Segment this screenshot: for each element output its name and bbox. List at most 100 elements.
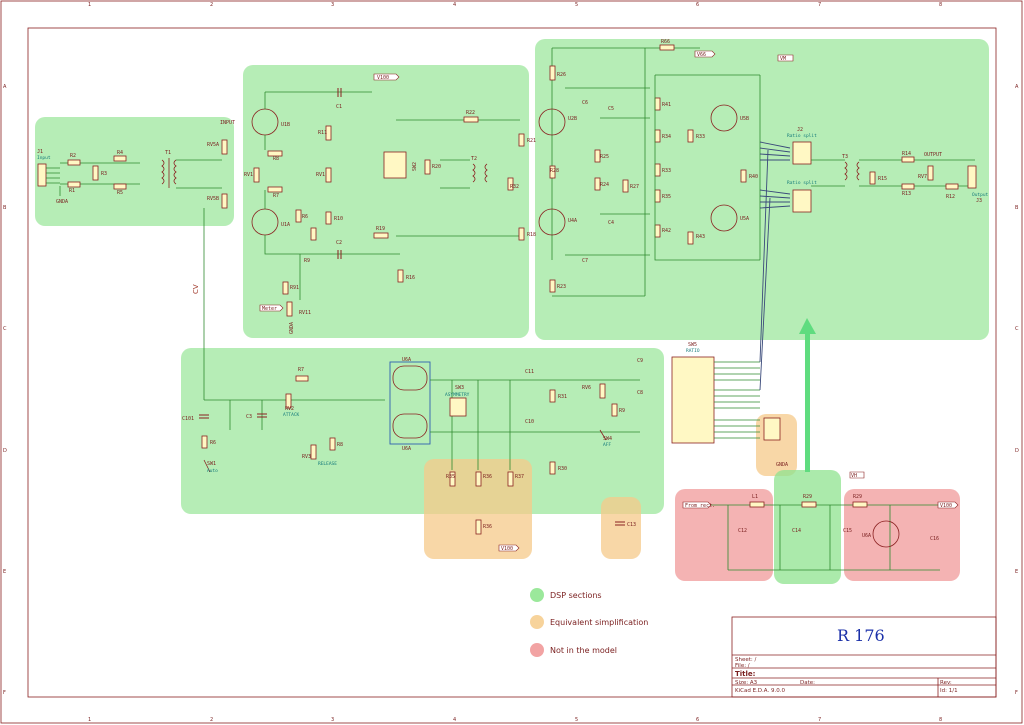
sidechain-section: C101 R6 SW1 Auto C3 R7 RV2 ATTACK RV3 RE…	[182, 149, 788, 475]
svg-text:R8: R8	[337, 442, 343, 448]
title-block: R 176 Sheet: / File: / Title: Size: A3 D…	[731, 616, 997, 698]
sidechain-up-arrow	[799, 318, 816, 472]
svg-text:R43: R43	[696, 234, 705, 240]
svg-text:R31: R31	[558, 394, 567, 400]
svg-text:R30: R30	[558, 466, 567, 472]
svg-text:SW5: SW5	[688, 342, 697, 348]
svg-text:RELEASE: RELEASE	[318, 461, 337, 467]
svg-text:C7: C7	[582, 258, 588, 264]
svg-text:C1: C1	[336, 104, 342, 110]
legend-swatch-equivalent	[530, 615, 544, 629]
preamp-section: U1B U1A R8 R7 RV1 R6 R9 R11 RV1 R10 C1 C…	[244, 73, 536, 334]
svg-text:Auto: Auto	[207, 468, 218, 474]
svg-text:R12: R12	[946, 194, 955, 200]
svg-text:GNDA: GNDA	[776, 462, 788, 468]
svg-text:C3: C3	[246, 414, 252, 420]
svg-text:R9: R9	[619, 408, 625, 414]
svg-text:D: D	[3, 448, 7, 454]
svg-text:RV1: RV1	[244, 172, 253, 178]
svg-text:B: B	[3, 205, 7, 211]
svg-text:C15: C15	[843, 528, 852, 534]
tube-u5b	[710, 104, 738, 132]
model-name: R 176	[837, 626, 885, 645]
legend-label-equivalent: Equivalent simplification	[550, 618, 648, 627]
svg-text:RV5B: RV5B	[207, 196, 219, 202]
svg-text:R11: R11	[318, 130, 327, 136]
svg-text:1: 1	[88, 2, 91, 8]
svg-text:U6A: U6A	[402, 446, 411, 452]
not-in-model-region-rect	[675, 489, 773, 581]
potentiometer-rv3	[310, 444, 317, 460]
svg-text:R26: R26	[557, 72, 566, 78]
svg-text:GNDA: GNDA	[56, 199, 68, 205]
svg-text:R6: R6	[302, 214, 308, 220]
svg-text:OUTPUT: OUTPUT	[924, 152, 942, 158]
svg-text:R9: R9	[304, 258, 310, 264]
svg-text:R29: R29	[853, 494, 862, 500]
svg-text:U5A: U5A	[740, 216, 749, 222]
svg-text:U4A: U4A	[568, 218, 577, 224]
svg-text:R40: R40	[749, 174, 758, 180]
grid-columns-bottom: 1 2 3 4 5 6 7 8	[88, 717, 942, 723]
svg-text:D: D	[1015, 448, 1019, 454]
input-section: J1 Input R2 R1 R3 R4 R5 GNDA T1 INPUT RV…	[37, 120, 235, 209]
resistor-r4	[113, 155, 127, 162]
svg-text:R6: R6	[210, 440, 216, 446]
svg-text:1: 1	[88, 717, 91, 723]
svg-text:V100: V100	[377, 75, 389, 81]
dsp-region-preamp	[243, 65, 529, 338]
switch-sw4: SW4 AFF	[599, 429, 612, 448]
svg-text:R41: R41	[662, 102, 671, 108]
svg-text:3: 3	[331, 717, 334, 723]
svg-text:R42: R42	[662, 228, 671, 234]
svg-text:R36: R36	[483, 524, 492, 530]
svg-text:F: F	[1015, 690, 1018, 696]
size-label: Size: A3	[735, 680, 758, 686]
svg-text:R32: R32	[510, 184, 519, 190]
svg-text:8: 8	[939, 717, 942, 723]
connector-ratio-bank	[763, 417, 781, 441]
potentiometer-rv1	[253, 167, 260, 183]
dsp-region-sidechain	[181, 348, 664, 514]
svg-text:J3: J3	[976, 198, 982, 204]
potentiometer-rv11	[286, 301, 293, 317]
title-label: Title:	[735, 670, 756, 678]
potentiometer-rv2	[285, 393, 292, 409]
id-label: Id: 1/1	[940, 688, 958, 694]
svg-text:F: F	[3, 690, 6, 696]
svg-text:6: 6	[696, 2, 699, 8]
svg-text:GNDA: GNDA	[289, 322, 295, 334]
vca-section: V66 R66 R26 U2B U4A R28 R23 C6 C7 C5 C4 …	[538, 39, 989, 297]
svg-text:INPUT: INPUT	[220, 120, 235, 126]
svg-text:R24: R24	[600, 182, 609, 188]
svg-text:C10: C10	[525, 419, 534, 425]
svg-text:R18: R18	[527, 232, 536, 238]
svg-text:R10: R10	[334, 216, 343, 222]
transformer-t3: T3	[842, 154, 860, 181]
svg-text:R29: R29	[803, 494, 812, 500]
svg-text:R66: R66	[661, 39, 670, 45]
svg-text:T1: T1	[165, 150, 171, 156]
cv-label: CV	[192, 284, 200, 294]
switch-sw2: SW2	[383, 151, 418, 179]
svg-text:R23: R23	[557, 284, 566, 290]
svg-text:L1: L1	[752, 494, 758, 500]
grid-columns-top: 1 2 3 4 5 6 7 8	[88, 2, 942, 8]
svg-text:3: 3	[331, 2, 334, 8]
svg-text:R19: R19	[376, 226, 385, 232]
svg-text:R7: R7	[273, 193, 279, 199]
grid-rows-right: A B C D E F	[1015, 84, 1019, 696]
svg-text:C11: C11	[525, 369, 534, 375]
equivalent-resistors: R35 R36 R37 R36 V100 C13	[446, 471, 636, 552]
svg-text:R16: R16	[406, 275, 415, 281]
svg-text:RV3: RV3	[302, 454, 311, 460]
potentiometer-rv7	[927, 165, 934, 181]
rev-label: Rev:	[940, 680, 952, 686]
svg-text:SW1: SW1	[207, 461, 216, 467]
potentiometer-rv5b	[221, 193, 228, 209]
svg-text:C6: C6	[582, 100, 588, 106]
svg-text:T3: T3	[842, 154, 848, 160]
svg-text:5: 5	[575, 717, 578, 723]
tube-u4a	[538, 208, 566, 236]
